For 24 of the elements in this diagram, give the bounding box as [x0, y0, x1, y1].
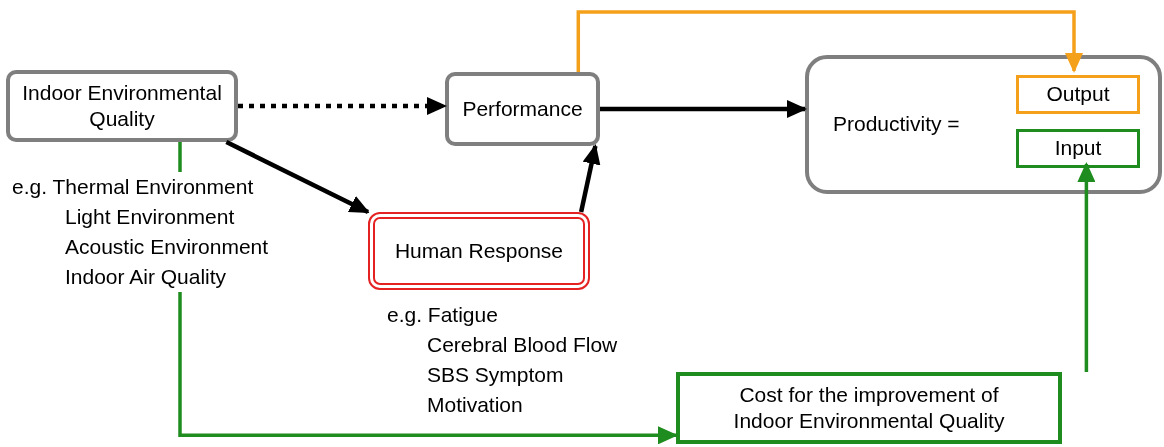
box-label: Productivity =: [833, 111, 960, 138]
box-label: Input: [1054, 135, 1102, 162]
arrow: [1077, 162, 1096, 372]
example-item: Acoustic Environment: [65, 232, 269, 262]
response-box: [368, 212, 590, 290]
box-label: Human Response: [394, 237, 564, 264]
arrow: [576, 10, 1083, 73]
example-item: Indoor Air Quality: [65, 262, 227, 292]
box-label: Output: [1046, 81, 1110, 108]
process-box: [445, 72, 600, 146]
arrow: [600, 100, 807, 118]
arrow: [238, 97, 447, 115]
example-item: e.g. Thermal Environment: [12, 172, 254, 202]
cost-box: [676, 372, 1062, 444]
productivity-box: [805, 55, 1162, 194]
output-box: [1016, 75, 1140, 114]
arrow: [578, 144, 601, 213]
example-item: Light Environment: [65, 202, 235, 232]
input-box: [1016, 129, 1140, 168]
process-box: [6, 70, 238, 142]
box-label: Performance: [462, 95, 583, 122]
box-label: Indoor Environmental Quality: [21, 79, 223, 132]
box-label: Cost for the improvement of Indoor Environmental Quality: [732, 381, 1006, 434]
arrow: [225, 140, 370, 214]
